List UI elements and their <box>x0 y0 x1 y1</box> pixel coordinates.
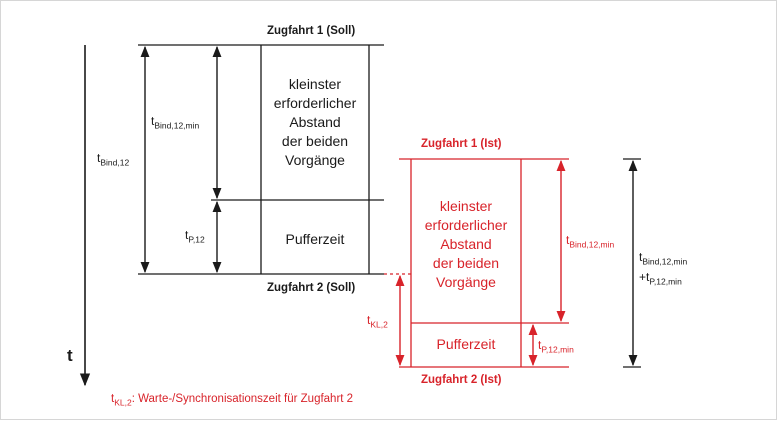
legend-symbol: t <box>111 393 115 405</box>
legend: tKL,2: Warte-/Synchronisationszeit für Z… <box>111 393 353 407</box>
ist-min-headway-text: kleinster erforderlicher Abstand der bei… <box>411 197 521 292</box>
ist-text-line: Abstand <box>440 236 492 252</box>
label-sum-line1: tBind,12,min <box>639 249 687 269</box>
header-zugfahrt-2-ist: Zugfahrt 2 (Ist) <box>421 374 502 386</box>
ist-text-line: kleinster <box>439 198 493 214</box>
soll-buffer-text: Pufferzeit <box>285 231 345 247</box>
ist-text-line: Vorgänge <box>436 274 496 290</box>
label-subscript: Bind,12,min <box>154 120 200 131</box>
label-t-p-12-min: tP,12,min <box>538 338 574 354</box>
soll-text-line: kleinster <box>288 76 342 92</box>
label-main: t <box>367 313 371 327</box>
label-main: t <box>151 114 155 128</box>
label-subscript: P,12,min <box>649 276 682 287</box>
soll-min-headway-text: kleinster erforderlicher Abstand der bei… <box>261 75 369 170</box>
soll-text-line: Vorgänge <box>285 152 345 168</box>
label-subscript: KL,2 <box>370 319 388 330</box>
label-sum-line2: +tP,12,min <box>639 269 687 289</box>
ist-text-line: der beiden <box>432 255 500 271</box>
label-main: +t <box>639 270 650 285</box>
legend-text: : Warte-/Synchronisationszeit für Zugfah… <box>131 393 354 405</box>
soll-text-line: der beiden <box>281 133 349 149</box>
label-main: t <box>185 228 189 242</box>
header-zugfahrt-1-ist: Zugfahrt 1 (Ist) <box>421 138 502 150</box>
label-sum: tBind,12,min +tP,12,min <box>639 249 687 290</box>
ist-text-line: erforderlicher <box>424 217 508 233</box>
label-t-kl-2: tKL,2 <box>367 313 388 329</box>
label-subscript: Bind,12,min <box>569 239 615 250</box>
label-main: t <box>566 233 570 247</box>
label-subscript: Bind,12 <box>100 157 130 168</box>
label-t-bind-12-min-red: tBind,12,min <box>566 233 614 249</box>
time-axis-label: t <box>67 346 73 365</box>
label-subscript: P,12,min <box>541 344 574 355</box>
label-t-bind-12: tBind,12 <box>97 151 129 167</box>
soll-text-line: erforderlicher <box>273 95 357 111</box>
label-subscript: Bind,12,min <box>642 256 688 267</box>
header-zugfahrt-2-soll: Zugfahrt 2 (Soll) <box>267 282 356 294</box>
ist-buffer-text: Pufferzeit <box>436 336 496 352</box>
label-t-p-12-black: tP,12 <box>185 228 205 244</box>
soll-text-line: Abstand <box>289 114 341 130</box>
label-subscript: P,12 <box>188 234 205 245</box>
legend-symbol-subscript: KL,2 <box>114 397 132 408</box>
label-t-bind-12-min-black: tBind,12,min <box>151 114 199 130</box>
label-main: t <box>639 250 643 264</box>
label-main: t <box>97 151 101 165</box>
label-main: t <box>538 338 542 352</box>
header-zugfahrt-1-soll: Zugfahrt 1 (Soll) <box>267 25 356 37</box>
